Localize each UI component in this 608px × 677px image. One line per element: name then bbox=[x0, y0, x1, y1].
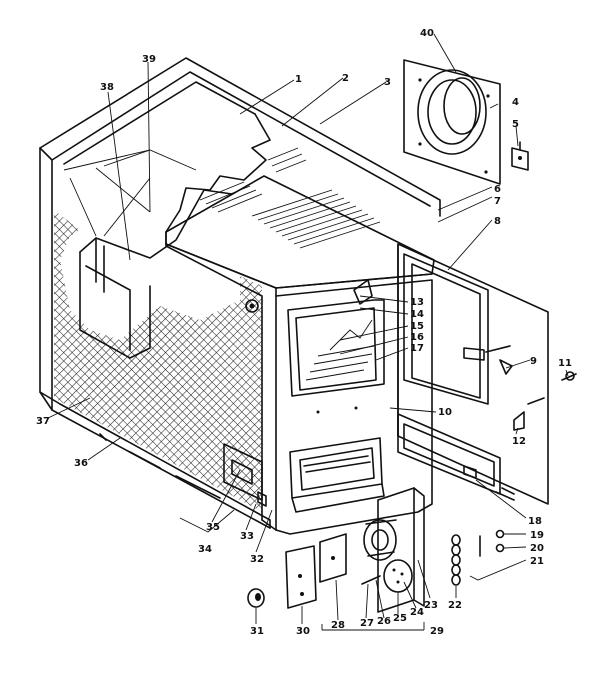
callout-29: 29 bbox=[430, 626, 444, 637]
cabinet-shell bbox=[39, 57, 441, 529]
callout-40: 40 bbox=[420, 28, 434, 39]
group-bracket-29 bbox=[321, 622, 425, 631]
callout-23: 23 bbox=[424, 600, 438, 611]
front-box bbox=[165, 231, 433, 535]
insulation-mesh bbox=[54, 210, 262, 512]
group-bracket-34 bbox=[179, 509, 235, 533]
callout-38: 38 bbox=[100, 82, 114, 93]
callout-3: 3 bbox=[384, 77, 391, 88]
callout-34: 34 bbox=[198, 544, 212, 555]
cabinet-knob bbox=[245, 299, 259, 313]
exploded-parts bbox=[247, 487, 515, 613]
callout-36: 36 bbox=[74, 458, 88, 469]
callout-33: 33 bbox=[240, 531, 254, 542]
callout-19: 19 bbox=[530, 530, 544, 541]
callout-7: 7 bbox=[494, 196, 501, 207]
callout-37: 37 bbox=[36, 416, 50, 427]
callout-2: 2 bbox=[342, 73, 349, 84]
callout-12: 12 bbox=[512, 436, 526, 447]
callout-8: 8 bbox=[494, 216, 501, 227]
callout-24: 24 bbox=[410, 607, 424, 618]
callout-13: 13 bbox=[410, 297, 424, 308]
callout-15: 15 bbox=[410, 321, 424, 332]
callout-labels: 1 2 3 4 5 6 7 8 9 10 11 12 13 14 15 16 1… bbox=[36, 28, 572, 637]
callout-1: 1 bbox=[295, 74, 302, 85]
callout-20: 20 bbox=[530, 543, 544, 554]
callout-17: 17 bbox=[410, 343, 424, 354]
callout-27: 27 bbox=[360, 618, 374, 629]
callout-28: 28 bbox=[331, 620, 345, 631]
cutaway-edge bbox=[165, 113, 271, 233]
callout-32: 32 bbox=[250, 554, 264, 565]
callout-22: 22 bbox=[448, 600, 462, 611]
callout-18: 18 bbox=[528, 516, 542, 527]
callout-5: 5 bbox=[512, 119, 519, 130]
callout-16: 16 bbox=[410, 332, 424, 343]
callout-10: 10 bbox=[438, 407, 452, 418]
callout-21: 21 bbox=[530, 556, 544, 567]
callout-35: 35 bbox=[206, 522, 220, 533]
lower-door bbox=[397, 413, 501, 495]
callout-30: 30 bbox=[296, 626, 310, 637]
callout-6: 6 bbox=[494, 184, 501, 195]
callout-31: 31 bbox=[250, 626, 264, 637]
callout-4: 4 bbox=[512, 97, 519, 108]
callout-14: 14 bbox=[410, 309, 424, 320]
top-vents bbox=[199, 147, 381, 249]
door-latch bbox=[499, 359, 577, 431]
draft-control bbox=[223, 443, 267, 507]
callout-11: 11 bbox=[558, 358, 572, 369]
callout-39: 39 bbox=[142, 54, 156, 65]
upper-door bbox=[397, 243, 549, 505]
damper-bracket bbox=[511, 141, 529, 171]
callout-25: 25 bbox=[393, 613, 407, 624]
callout-26: 26 bbox=[377, 616, 391, 627]
base-trim bbox=[99, 433, 221, 499]
leader-lines bbox=[47, 33, 569, 624]
inner-liner bbox=[63, 149, 233, 359]
flue-collar bbox=[403, 59, 501, 185]
callout-9: 9 bbox=[530, 356, 537, 367]
ash-pit-opening bbox=[289, 437, 385, 513]
